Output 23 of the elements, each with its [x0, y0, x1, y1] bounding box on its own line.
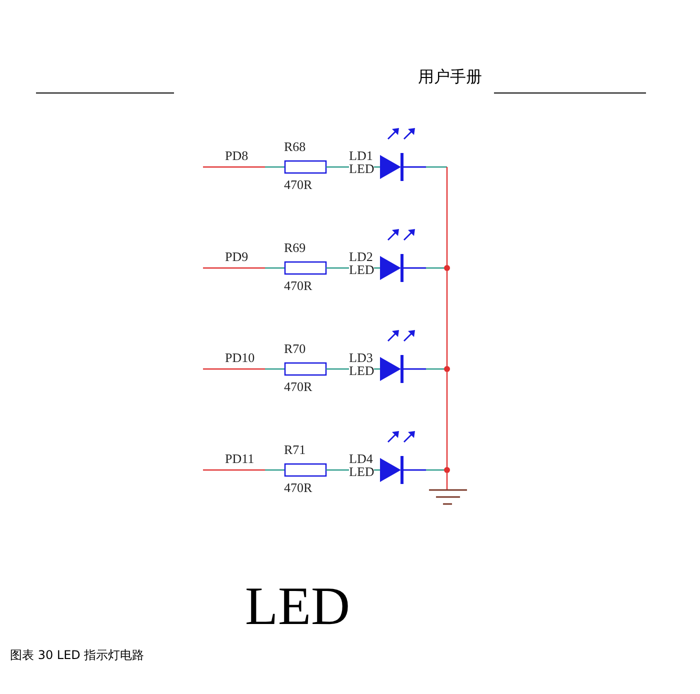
- led-label: LD3: [349, 351, 373, 364]
- led-label: LED: [349, 465, 374, 478]
- resistor-value: 470R: [284, 380, 312, 393]
- led-label: LD2: [349, 250, 373, 263]
- header-text: 用户手册: [418, 68, 482, 86]
- resistor-value: 470R: [284, 481, 312, 494]
- resistor-label: R69: [284, 241, 306, 254]
- pin-label: PD11: [225, 452, 254, 465]
- led-label: LED: [349, 162, 374, 175]
- resistor-value: 470R: [284, 178, 312, 191]
- led-label: LD1: [349, 149, 373, 162]
- resistor-label: R70: [284, 342, 306, 355]
- large-text: LED: [245, 578, 350, 634]
- led-label: LD4: [349, 452, 373, 465]
- figure-caption: 图表 30 LED 指示灯电路: [10, 648, 144, 662]
- resistor-value: 470R: [284, 279, 312, 292]
- pin-label: PD9: [225, 250, 248, 263]
- resistor-label: R71: [284, 443, 306, 456]
- led-label: LED: [349, 364, 374, 377]
- led-label: LED: [349, 263, 374, 276]
- pin-label: PD8: [225, 149, 248, 162]
- pin-label: PD10: [225, 351, 255, 364]
- resistor-label: R68: [284, 140, 306, 153]
